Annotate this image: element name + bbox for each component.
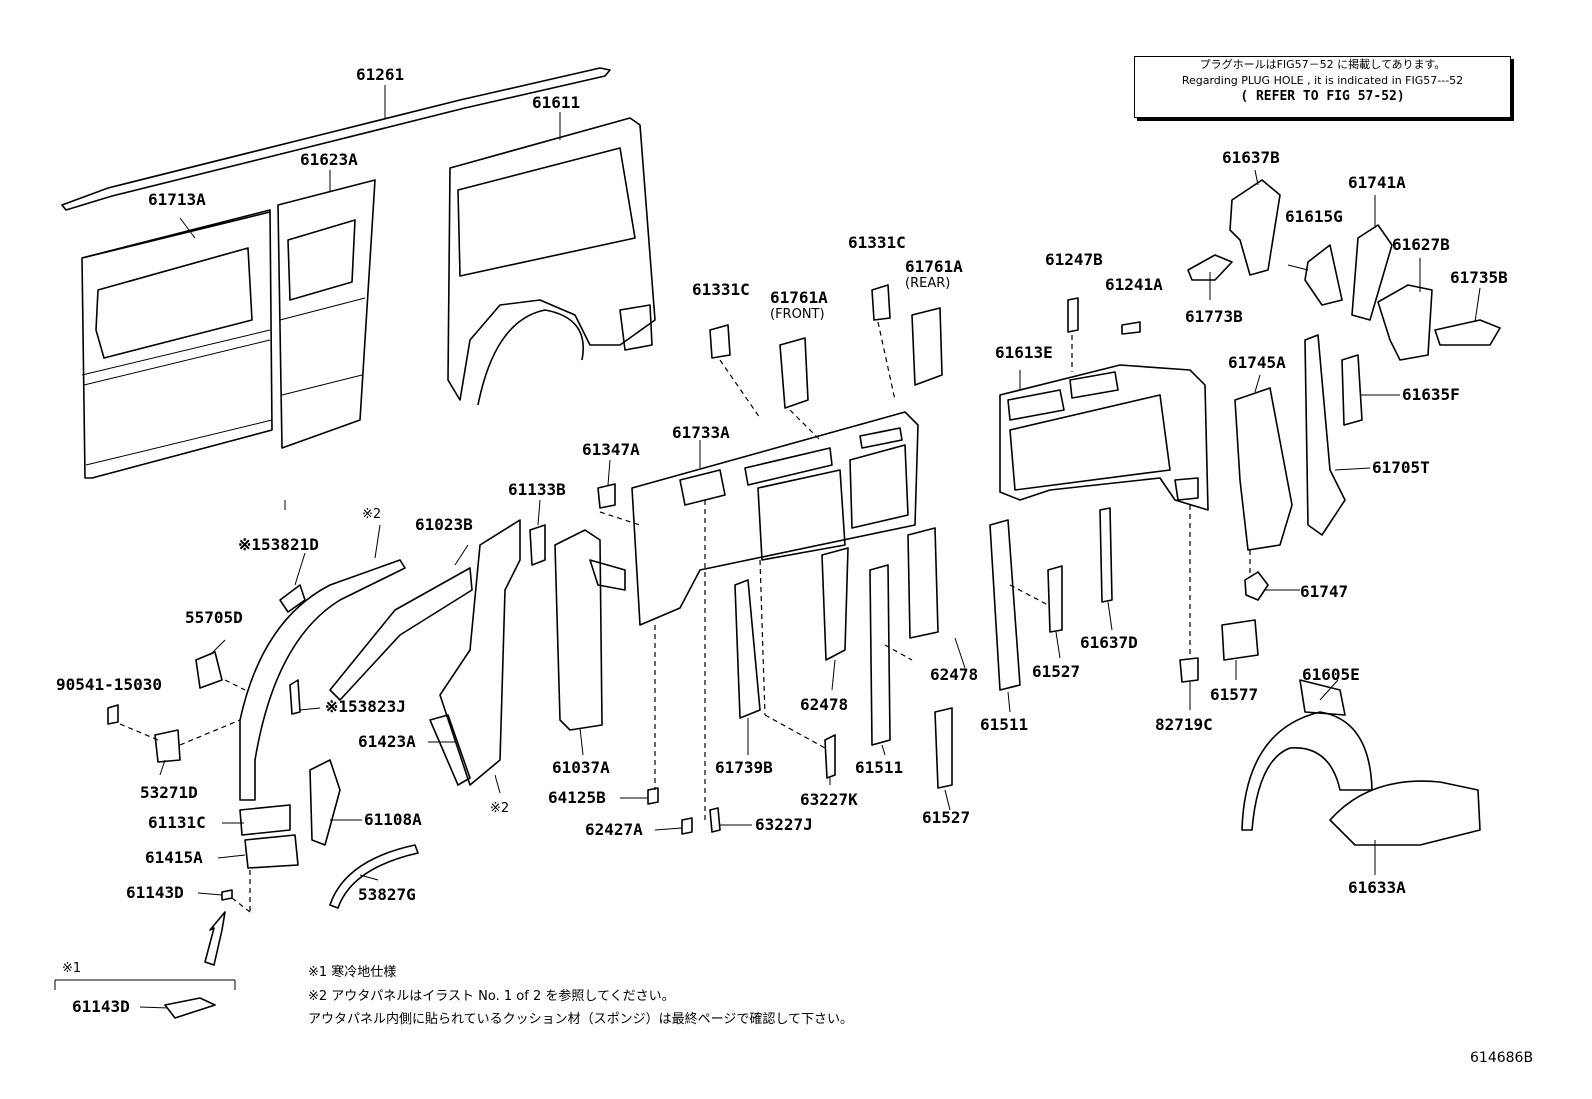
- wheel-house-parts: [1241, 679, 1481, 846]
- label-63227K: 63227K: [800, 790, 858, 809]
- label-61415A: 61415A: [145, 848, 203, 867]
- label-61527-lower: 61527: [922, 808, 970, 827]
- label-61741A: 61741A: [1348, 173, 1406, 192]
- label-61143D-lower: 61143D: [72, 997, 130, 1016]
- label-61241A: 61241A: [1105, 275, 1163, 294]
- label-61615G: 61615G: [1285, 207, 1343, 226]
- label-61527-upper: 61527: [1032, 662, 1080, 681]
- label-61605E: 61605E: [1302, 665, 1360, 684]
- footnote-1: ※1 寒冷地仕様: [308, 965, 397, 980]
- label-64125B: 64125B: [548, 788, 606, 807]
- label-53823J: ※153823J: [325, 697, 406, 716]
- quarter-panel-rear: [447, 112, 656, 406]
- reference-note-box: プラグホールはFIG57－52 に掲載してあります。 Regarding PLU…: [1134, 56, 1511, 118]
- label-90541-15030: 90541-15030: [56, 675, 162, 694]
- label-61733A: 61733A: [672, 423, 730, 442]
- footnote-2: ※2 アウタパネルはイラスト No. 1 of 2 を参照してください。: [308, 989, 675, 1004]
- label-61511-right: 61511: [980, 715, 1028, 734]
- label-61611: 61611: [532, 93, 580, 112]
- label-61331C-lower: 61331C: [692, 280, 750, 299]
- label-61713A: 61713A: [148, 190, 206, 209]
- label-53821D: ※153821D: [238, 535, 319, 554]
- label-61735B: 61735B: [1450, 268, 1508, 287]
- label-61133B: 61133B: [508, 480, 566, 499]
- label-61037A: 61037A: [552, 758, 610, 777]
- label-53827G: 53827G: [358, 885, 416, 904]
- part-labels: 61261 61611 61623A 61713A 61637B 61741A …: [56, 65, 1508, 1016]
- front-pillar-parts: [107, 483, 626, 1019]
- label-61747: 61747: [1300, 582, 1348, 601]
- label-61143D-upper: 61143D: [126, 883, 184, 902]
- rear-pillar-parts: [1179, 179, 1501, 683]
- label-61761A-rear: 61761A: [905, 257, 963, 276]
- label-61637B: 61637B: [1222, 148, 1280, 167]
- note-english: Regarding PLUG HOLE , it is indicated in…: [1181, 74, 1464, 87]
- label-62427A: 62427A: [585, 820, 643, 839]
- label-62478-right: 62478: [930, 665, 978, 684]
- side-panel-middle: [277, 170, 376, 449]
- label-mark2-lower: ※2: [490, 801, 509, 816]
- label-front: (FRONT): [770, 307, 825, 322]
- label-mark2-upper: ※2: [362, 507, 381, 522]
- note-japanese: プラグホールはFIG57－52 に掲載してあります。: [1199, 58, 1446, 71]
- label-53271D: 53271D: [140, 783, 198, 802]
- label-61347A: 61347A: [582, 440, 640, 459]
- footnote-3: アウタパネル内側に貼られているクッション材（スポンジ）は最終ページで確認して下さ…: [308, 1012, 853, 1027]
- label-61247B: 61247B: [1045, 250, 1103, 269]
- label-61635F: 61635F: [1402, 385, 1460, 404]
- label-61423A: 61423A: [358, 732, 416, 751]
- label-61633A: 61633A: [1348, 878, 1406, 897]
- inner-panel-center: [631, 411, 919, 626]
- label-61705T: 61705T: [1372, 458, 1430, 477]
- leader-lines: [54, 169, 1481, 1009]
- side-panel-front: [81, 209, 273, 479]
- label-61623A: 61623A: [300, 150, 358, 169]
- label-55705D: 55705D: [185, 608, 243, 627]
- middle-reinforcement-parts: [647, 284, 1141, 835]
- label-63227J: 63227J: [755, 815, 813, 834]
- note-refer: ( REFER TO FIG 57-52): [1240, 89, 1405, 104]
- label-61739B: 61739B: [715, 758, 773, 777]
- label-61577: 61577: [1210, 685, 1258, 704]
- label-61745A: 61745A: [1228, 353, 1286, 372]
- label-61613E: 61613E: [995, 343, 1053, 362]
- label-61773B: 61773B: [1185, 307, 1243, 326]
- label-82719C: 82719C: [1155, 715, 1213, 734]
- roof-rail-part: [61, 67, 611, 211]
- label-mark1: ※1: [62, 961, 81, 976]
- connection-lines: [119, 321, 1251, 913]
- label-61627B: 61627B: [1392, 235, 1450, 254]
- label-61511-left: 61511: [855, 758, 903, 777]
- figure-code: 614686B: [1470, 1050, 1534, 1066]
- label-61761A-front: 61761A: [770, 288, 828, 307]
- label-61131C: 61131C: [148, 813, 206, 832]
- label-rear: (REAR): [905, 276, 950, 291]
- label-61261: 61261: [356, 65, 404, 84]
- label-62478-left: 62478: [800, 695, 848, 714]
- label-61637D: 61637D: [1080, 633, 1138, 652]
- inner-panel-rear: [999, 364, 1209, 511]
- label-61108A: 61108A: [364, 810, 422, 829]
- label-61023B: 61023B: [415, 515, 473, 534]
- label-61331C-upper: 61331C: [848, 233, 906, 252]
